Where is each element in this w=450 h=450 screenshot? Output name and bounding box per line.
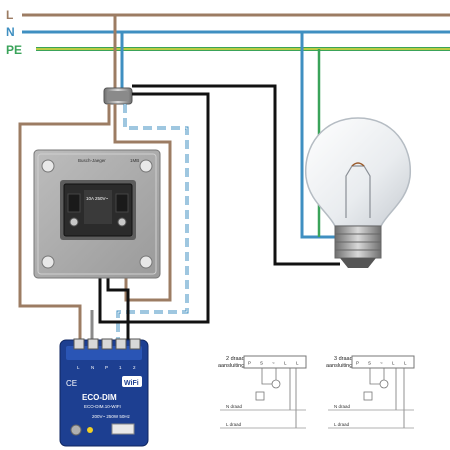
switch-brand: Busch-Jaeger (78, 158, 106, 163)
dimmer-button[interactable] (70, 424, 82, 436)
wifi-label: WiFi (124, 380, 139, 387)
schematic-3wire-t3: L (392, 361, 395, 366)
schematic-3wire-n: N draad (334, 404, 351, 409)
switch-rating: 10A 250V~ (86, 196, 109, 201)
schematic-2wire-t2: ~ (272, 361, 275, 366)
dimmer-terminal-0: L (77, 365, 80, 370)
dimmer-brand: ECO-DIM (82, 393, 117, 402)
schematic-3wire-title-2: aansluiting (326, 363, 352, 369)
dimmer-terminal-3: 1 (119, 365, 122, 370)
schematic-2wire-t1: S (260, 361, 263, 366)
rail-n-label: N (6, 25, 15, 39)
mount-hole-br (139, 255, 153, 269)
dimmer-terminal-2: P (105, 365, 108, 370)
schematic-3wire-l: L draad (334, 422, 350, 427)
schematic-2wire-n: N draad (226, 404, 243, 409)
rail-l-label: L (6, 8, 13, 22)
schematic-2wire-t0: P (248, 361, 251, 366)
dimmer-model: ECO-DIM.10-WIFI (84, 404, 121, 409)
dimmer-module: L N P 1 2 CE WiFi ECO-DIM ECO-DIM.10-WIF… (59, 338, 149, 447)
bulb-filament (345, 165, 371, 218)
wall-switch: Busch-Jaeger 10A 250V~ 1MB (33, 149, 161, 279)
rail-pe-label: PE (6, 43, 22, 57)
dimmer-terminal-4: 2 (133, 365, 136, 370)
dimmer-specs: 200V~ 250W 50Hz (92, 414, 131, 419)
bulb-glass (304, 117, 412, 227)
schematic-2wire-t4: L (296, 361, 299, 366)
schematic-3wire-t1: S (368, 361, 371, 366)
schematic-3wire-t4: L (404, 361, 407, 366)
schematic-2wire-l: L draad (226, 422, 242, 427)
dimmer-terminals: L N P 1 2 (73, 338, 141, 370)
schematic-2wire-title-1: 2 draad (226, 356, 245, 362)
schematic-3wire: 3 draad aansluiting P S ~ L L N draad L … (326, 355, 415, 429)
schematic-2wire-title-2: aansluiting (218, 363, 244, 369)
dimmer-led (87, 427, 93, 433)
n-dashed-wire-inner (117, 104, 188, 344)
light-bulb (304, 117, 412, 268)
supply-rails: L N PE (6, 8, 450, 57)
l-loop-wire (18, 104, 111, 344)
schematic-3wire-t2: ~ (380, 361, 383, 366)
switched-live-wire (132, 84, 340, 266)
lamp-neutral-wire (300, 32, 340, 239)
wire-connector (103, 87, 133, 105)
mount-hole-bl (41, 255, 55, 269)
wifi-badge (122, 376, 142, 387)
schematic-2wire-t3: L (284, 361, 287, 366)
mount-hole-tr (139, 159, 153, 173)
black-wire-switch (98, 92, 210, 324)
dimmer-terminal-1: N (91, 365, 94, 370)
switch-model-code: 1MB (130, 158, 139, 163)
schematic-3wire-title-1: 3 draad (334, 356, 353, 362)
schematic-3wire-t0: P (356, 361, 359, 366)
mount-hole-tl (41, 159, 55, 173)
dimmer-ce-mark: CE (66, 379, 77, 388)
schematic-2wire: 2 draad aansluiting P S ~ L L N draad L … (218, 355, 307, 429)
